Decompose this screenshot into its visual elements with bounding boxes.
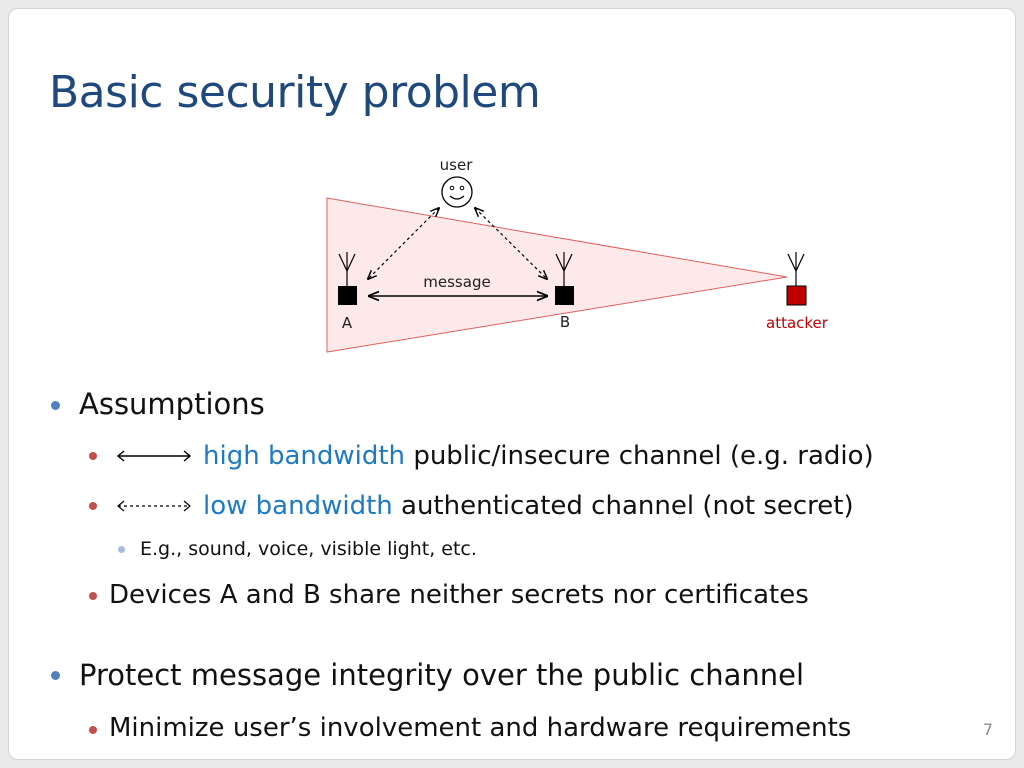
- security-diagram: user A B message: [326, 156, 829, 353]
- low-bandwidth-highlight: low bandwidth: [203, 491, 393, 521]
- device-b-antenna-icon: [555, 252, 573, 286]
- bullet-low-bandwidth: low bandwidth authenticated channel (not…: [203, 493, 854, 519]
- device-b-label: B: [560, 313, 570, 331]
- attacker-antenna-icon: [787, 252, 805, 286]
- user-label: user: [440, 156, 474, 174]
- device-a-label: A: [342, 314, 353, 332]
- attacker-device: [786, 285, 807, 306]
- bullet-dot-l2: [89, 592, 97, 600]
- high-bandwidth-text: public/insecure channel (e.g. radio): [413, 441, 874, 471]
- bullet-dot-l1: [51, 671, 60, 680]
- low-bandwidth-text: authenticated channel (not secret): [401, 491, 854, 521]
- authenticated-channel-a: [368, 208, 439, 279]
- slide-title: Basic security problem: [49, 67, 541, 118]
- user-smiley-icon: [441, 176, 473, 208]
- dashed-double-arrow-icon: [117, 500, 191, 512]
- bullet-dot-l2: [89, 502, 97, 510]
- device-a: [338, 286, 357, 305]
- authenticated-channel-b: [475, 208, 547, 279]
- bullet-minimize: Minimize user’s involvement and hardware…: [109, 713, 852, 743]
- bullet-examples: E.g., sound, voice, visible light, etc.: [140, 538, 477, 560]
- message-label: message: [423, 273, 490, 291]
- device-a-antenna-icon: [338, 252, 356, 286]
- bullet-protect: Protect message integrity over the publi…: [79, 658, 805, 692]
- bullet-dot-l1: [51, 401, 60, 410]
- bullet-dot-l2: [89, 726, 97, 734]
- bullet-assumptions: Assumptions: [79, 387, 265, 421]
- attacker-label: attacker: [766, 314, 829, 332]
- page-number: 7: [982, 720, 993, 739]
- high-bandwidth-highlight: high bandwidth: [203, 441, 406, 471]
- bullet-dot-l3: [118, 546, 125, 553]
- attacker-coverage-area: [326, 197, 788, 353]
- slide: Basic security problem user: [8, 8, 1016, 760]
- bullet-no-secrets: Devices A and B share neither secrets no…: [109, 580, 809, 610]
- device-b: [555, 286, 574, 305]
- bullet-dot-l2: [89, 452, 97, 460]
- solid-double-arrow-icon: [116, 450, 192, 462]
- bullet-high-bandwidth: high bandwidth public/insecure channel (…: [203, 443, 874, 469]
